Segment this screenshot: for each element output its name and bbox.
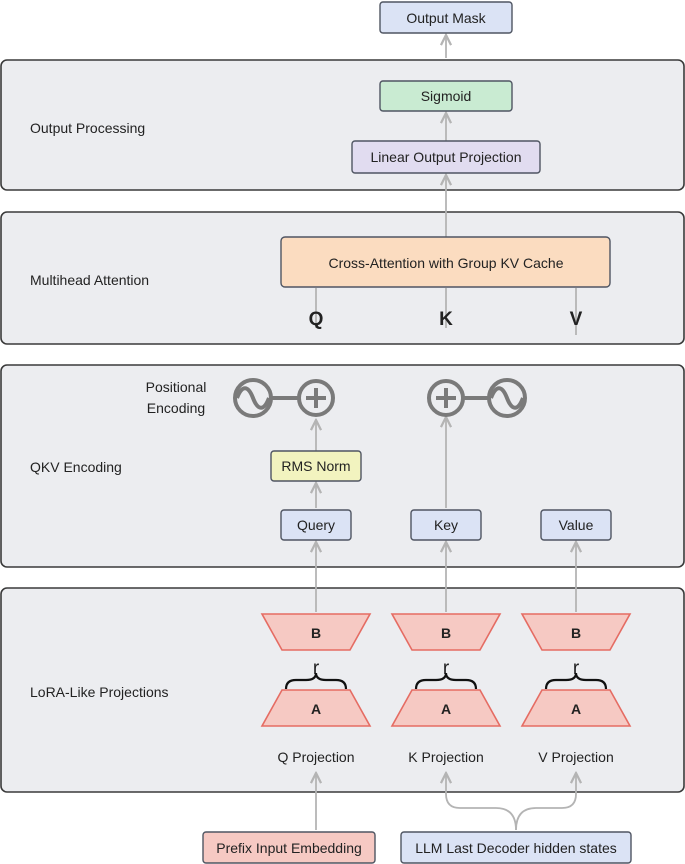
add-icon-query (297, 379, 335, 417)
svg-text:Prefix Input Embedding: Prefix Input Embedding (216, 840, 362, 856)
sine-wave-icon-key (487, 378, 527, 418)
lora-v-b-label: B (571, 625, 581, 641)
lora-v-projection-label: V Projection (538, 749, 613, 765)
node-sigmoid: Sigmoid (379, 80, 513, 112)
node-rms-norm: RMS Norm (270, 450, 362, 482)
lora-k-b-block (390, 613, 502, 651)
node-output-mask: Output Mask (379, 1, 513, 34)
panel-output-processing: Output Processing (0, 59, 685, 191)
lora-q-group: B r A Q Projection (260, 613, 372, 765)
lora-q-projection-label: Q Projection (277, 749, 354, 765)
lora-q-a-block (260, 689, 372, 727)
lora-v-brace (544, 672, 608, 690)
node-llm-hidden-states: LLM Last Decoder hidden states (400, 831, 632, 864)
positional-encoding-label-line1: Positional (146, 379, 207, 395)
lora-k-rank-label: r (443, 658, 450, 679)
lora-v-a-label: A (571, 701, 581, 717)
lora-k-brace (414, 672, 478, 690)
panel-label-qkv-encoding: QKV Encoding (30, 459, 122, 475)
lora-k-projection-label: K Projection (408, 749, 483, 765)
svg-text:Key: Key (434, 517, 458, 533)
lora-q-b-block (260, 613, 372, 651)
lora-k-a-label: A (441, 701, 451, 717)
lora-v-a-block (520, 689, 632, 727)
connectors (316, 35, 576, 831)
lora-k-b-label: B (441, 625, 451, 641)
node-prefix-input-embedding: Prefix Input Embedding (202, 831, 376, 864)
lora-v-group: B r A V Projection (520, 613, 632, 765)
node-query: Query (280, 509, 352, 541)
svg-text:LLM Last Decoder hidden states: LLM Last Decoder hidden states (415, 840, 617, 856)
letter-q: Q (309, 309, 324, 330)
svg-text:Cross-Attention with Group KV: Cross-Attention with Group KV Cache (329, 255, 564, 271)
lora-v-rank-label: r (573, 658, 580, 679)
panel-label-output-processing: Output Processing (30, 120, 145, 136)
lora-k-a-block (390, 689, 502, 727)
svg-text:Linear Output Projection: Linear Output Projection (371, 149, 522, 165)
letter-k: K (439, 309, 453, 330)
letter-v: V (570, 309, 583, 330)
node-value: Value (540, 509, 612, 541)
lora-q-rank-label: r (313, 658, 320, 679)
lora-q-b-label: B (311, 625, 321, 641)
lora-q-a-label: A (311, 701, 321, 717)
node-linear-output-projection: Linear Output Projection (351, 140, 541, 174)
panel-label-multihead-attention: Multihead Attention (30, 272, 149, 288)
svg-text:Output Mask: Output Mask (406, 10, 486, 26)
node-cross-attention: Cross-Attention with Group KV Cache (280, 236, 611, 288)
node-key: Key (410, 509, 482, 541)
svg-text:Query: Query (297, 517, 335, 533)
svg-text:RMS Norm: RMS Norm (281, 458, 350, 474)
lora-q-brace (284, 672, 348, 690)
lora-v-b-block (520, 613, 632, 651)
arrow-llm-to-kproj (446, 773, 517, 831)
arrow-llm-to-vproj (515, 773, 576, 831)
svg-text:Value: Value (559, 517, 594, 533)
panel-label-lora-projections: LoRA-Like Projections (30, 684, 169, 700)
positional-encoding-label-line2: Encoding (147, 400, 205, 416)
svg-text:Sigmoid: Sigmoid (421, 88, 472, 104)
lora-k-group: B r A K Projection (390, 613, 502, 765)
